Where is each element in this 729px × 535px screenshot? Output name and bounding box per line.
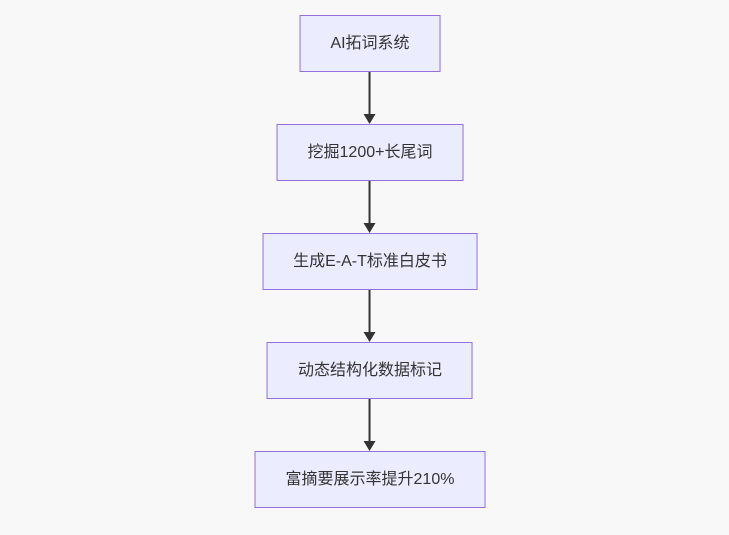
arrow-line: [369, 181, 371, 223]
arrow-line: [369, 72, 371, 114]
arrow-head-icon: [364, 114, 376, 124]
flow-node-structured-data-markup: 动态结构化数据标记: [266, 342, 473, 399]
flow-column: AI拓词系统 挖掘1200+长尾词 生成E-A-T标准白皮书 动态结构化数据标记…: [254, 15, 486, 508]
flow-node-ai-word-expansion: AI拓词系统: [299, 15, 441, 72]
arrow-head-icon: [364, 441, 376, 451]
flow-node-rich-snippet-result: 富摘要展示率提升210%: [254, 451, 486, 508]
arrow-connector-1: [364, 72, 376, 124]
arrow-head-icon: [364, 332, 376, 342]
arrow-connector-3: [364, 290, 376, 342]
arrow-line: [369, 399, 371, 441]
arrow-connector-4: [364, 399, 376, 451]
flow-node-longtail-mining: 挖掘1200+长尾词: [276, 124, 464, 181]
arrow-line: [369, 290, 371, 332]
arrow-connector-2: [364, 181, 376, 233]
arrow-head-icon: [364, 223, 376, 233]
flow-node-eat-whitepaper: 生成E-A-T标准白皮书: [262, 233, 478, 290]
